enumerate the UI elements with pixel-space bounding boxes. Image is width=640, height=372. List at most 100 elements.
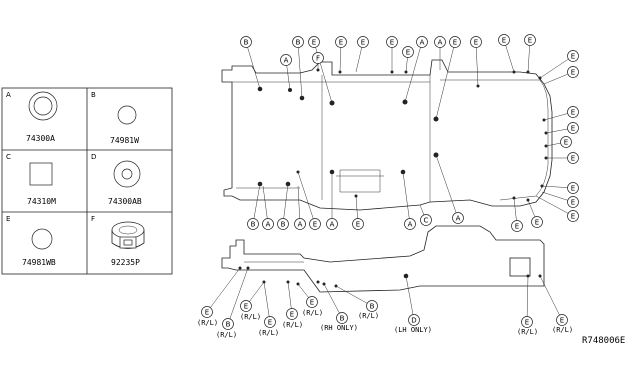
- plug-b-icon: [117, 105, 137, 125]
- callout-top-letter-1: B: [244, 39, 249, 47]
- callout-top-letter-19: E: [571, 125, 575, 133]
- callout-bubble-icon: [352, 218, 364, 230]
- callout-top-leader-11: [435, 47, 454, 120]
- callout-bottom-note-8: (R/L): [358, 312, 379, 320]
- callout-bottom-8: B(R/L): [335, 285, 379, 320]
- callout-bottom-note-6: (R/L): [302, 309, 323, 317]
- callout-mid-leader-3: [283, 183, 289, 219]
- callout-mid-leader-10: [435, 154, 457, 213]
- legend-part-a: 74300A: [26, 134, 55, 143]
- callout-mid-5: E: [297, 171, 321, 230]
- grommet-a-inner-icon: [33, 96, 53, 116]
- callout-bottom-note-5: (R/L): [282, 321, 303, 329]
- callout-top-leader-16: [539, 58, 569, 79]
- callout-top-leader-15: [527, 45, 530, 73]
- callout-bottom-letter-5: E: [290, 311, 294, 319]
- callout-mid-leader-5: [297, 171, 314, 219]
- callout-bubble-icon: [567, 210, 579, 222]
- callout-bubble-icon: [420, 214, 432, 226]
- callout-bubble-icon: [567, 66, 579, 78]
- clip-f-icon: [111, 221, 145, 249]
- callout-top-leader-18: [543, 113, 568, 121]
- callout-mid-leader-8: [402, 171, 410, 219]
- callout-bubble-icon: [567, 182, 579, 194]
- callout-bottom-leader-4: [263, 281, 270, 317]
- legend-part-b: 74981W: [110, 136, 139, 145]
- floor-rear-contour: [440, 79, 549, 201]
- callout-mid-3: B: [277, 183, 289, 230]
- callout-top-leader-22: [541, 185, 568, 188]
- callout-top-13: A: [434, 36, 446, 70]
- callout-top-leader-10: [404, 47, 421, 103]
- callout-bubble-icon: [286, 308, 298, 320]
- callout-bubble-icon: [240, 300, 252, 312]
- callout-bottom-leader-11: [539, 275, 560, 316]
- callout-bubble-icon: [336, 312, 348, 324]
- callout-bubble-icon: [222, 318, 234, 330]
- callout-bottom-9: D(LH ONLY): [394, 275, 432, 334]
- callout-bubble-icon: [452, 212, 464, 224]
- floor-panel-outline: [221, 59, 553, 211]
- callout-top-letter-15: E: [528, 37, 532, 45]
- callout-top-16: E: [539, 50, 579, 79]
- legend-key-e: E: [6, 215, 10, 223]
- callout-top-letter-17: E: [571, 69, 575, 77]
- callout-bubble-icon: [511, 220, 523, 232]
- callout-bubble-icon: [416, 36, 428, 48]
- callout-top-letter-4: E: [312, 39, 316, 47]
- callout-top-letter-5: F: [316, 55, 320, 63]
- callout-bottom-note-11: (R/L): [552, 326, 573, 334]
- legend-key-b: B: [91, 91, 96, 99]
- callout-bottom-note-9: (LH ONLY): [394, 326, 432, 334]
- callout-bottom-3: E(R/L): [240, 281, 265, 321]
- callout-mid-letter-1: B: [251, 221, 256, 229]
- callout-mid-8: A: [402, 171, 416, 230]
- callout-top-leader-2: [286, 65, 291, 91]
- callout-bubble-icon: [264, 316, 276, 328]
- legend-part-f: 92235P: [111, 258, 140, 267]
- callout-top-11: E: [435, 36, 461, 120]
- callout-top-5: F: [312, 52, 324, 70]
- callout-bubble-icon: [567, 50, 579, 62]
- callout-mid-leader-1: [253, 183, 261, 219]
- reference-code: R748006E: [582, 336, 625, 346]
- callout-bottom-leader-9: [405, 275, 414, 315]
- callout-top-17: E: [543, 66, 579, 85]
- plug-e-icon: [31, 228, 53, 250]
- callout-bubble-icon: [306, 296, 318, 308]
- callout-top-18: E: [543, 106, 579, 121]
- callout-bottom-10: E(R/L): [517, 275, 538, 336]
- callout-bubble-icon: [335, 36, 347, 48]
- callout-top-8: E: [386, 36, 398, 72]
- callout-top-leader-12: [476, 47, 479, 87]
- side-member-square: [509, 257, 531, 277]
- callout-top-9: E: [402, 46, 414, 73]
- legend-key-d: D: [91, 153, 96, 161]
- callout-bubble-icon: [309, 218, 321, 230]
- callout-top-letter-2: A: [284, 57, 289, 65]
- callout-bottom-leader-3: [249, 281, 265, 302]
- callout-top-letter-11: E: [453, 39, 457, 47]
- callout-mid-letter-7: E: [356, 221, 360, 229]
- callout-top-14: E: [498, 34, 515, 73]
- legend-part-d: 74300AB: [108, 197, 142, 206]
- callout-top-19: E: [545, 122, 579, 134]
- callout-bottom-leader-5: [287, 281, 292, 309]
- callout-top-7: E: [355, 36, 369, 73]
- callout-bottom-letter-11: E: [560, 317, 564, 325]
- callout-bubble-icon: [366, 300, 378, 312]
- callout-bottom-leader-8: [335, 285, 368, 304]
- callout-bubble-icon: [386, 36, 398, 48]
- callout-bottom-leader-1: [210, 267, 241, 308]
- legend-part-e: 74981WB: [22, 258, 56, 267]
- callout-mid-11: E: [511, 197, 523, 232]
- callout-bubble-icon: [567, 196, 579, 208]
- callout-top-leader-3: [298, 47, 303, 99]
- callout-bubble-icon: [240, 36, 252, 48]
- callout-bottom-note-10: (R/L): [517, 328, 538, 336]
- callout-bottom-note-1: (R/L): [197, 319, 218, 327]
- legend-table: A 74300A B 74981W C 74310M D 74300AB E 7…: [1, 87, 173, 275]
- callout-top-15: E: [524, 34, 536, 73]
- callout-bubble-icon: [247, 218, 259, 230]
